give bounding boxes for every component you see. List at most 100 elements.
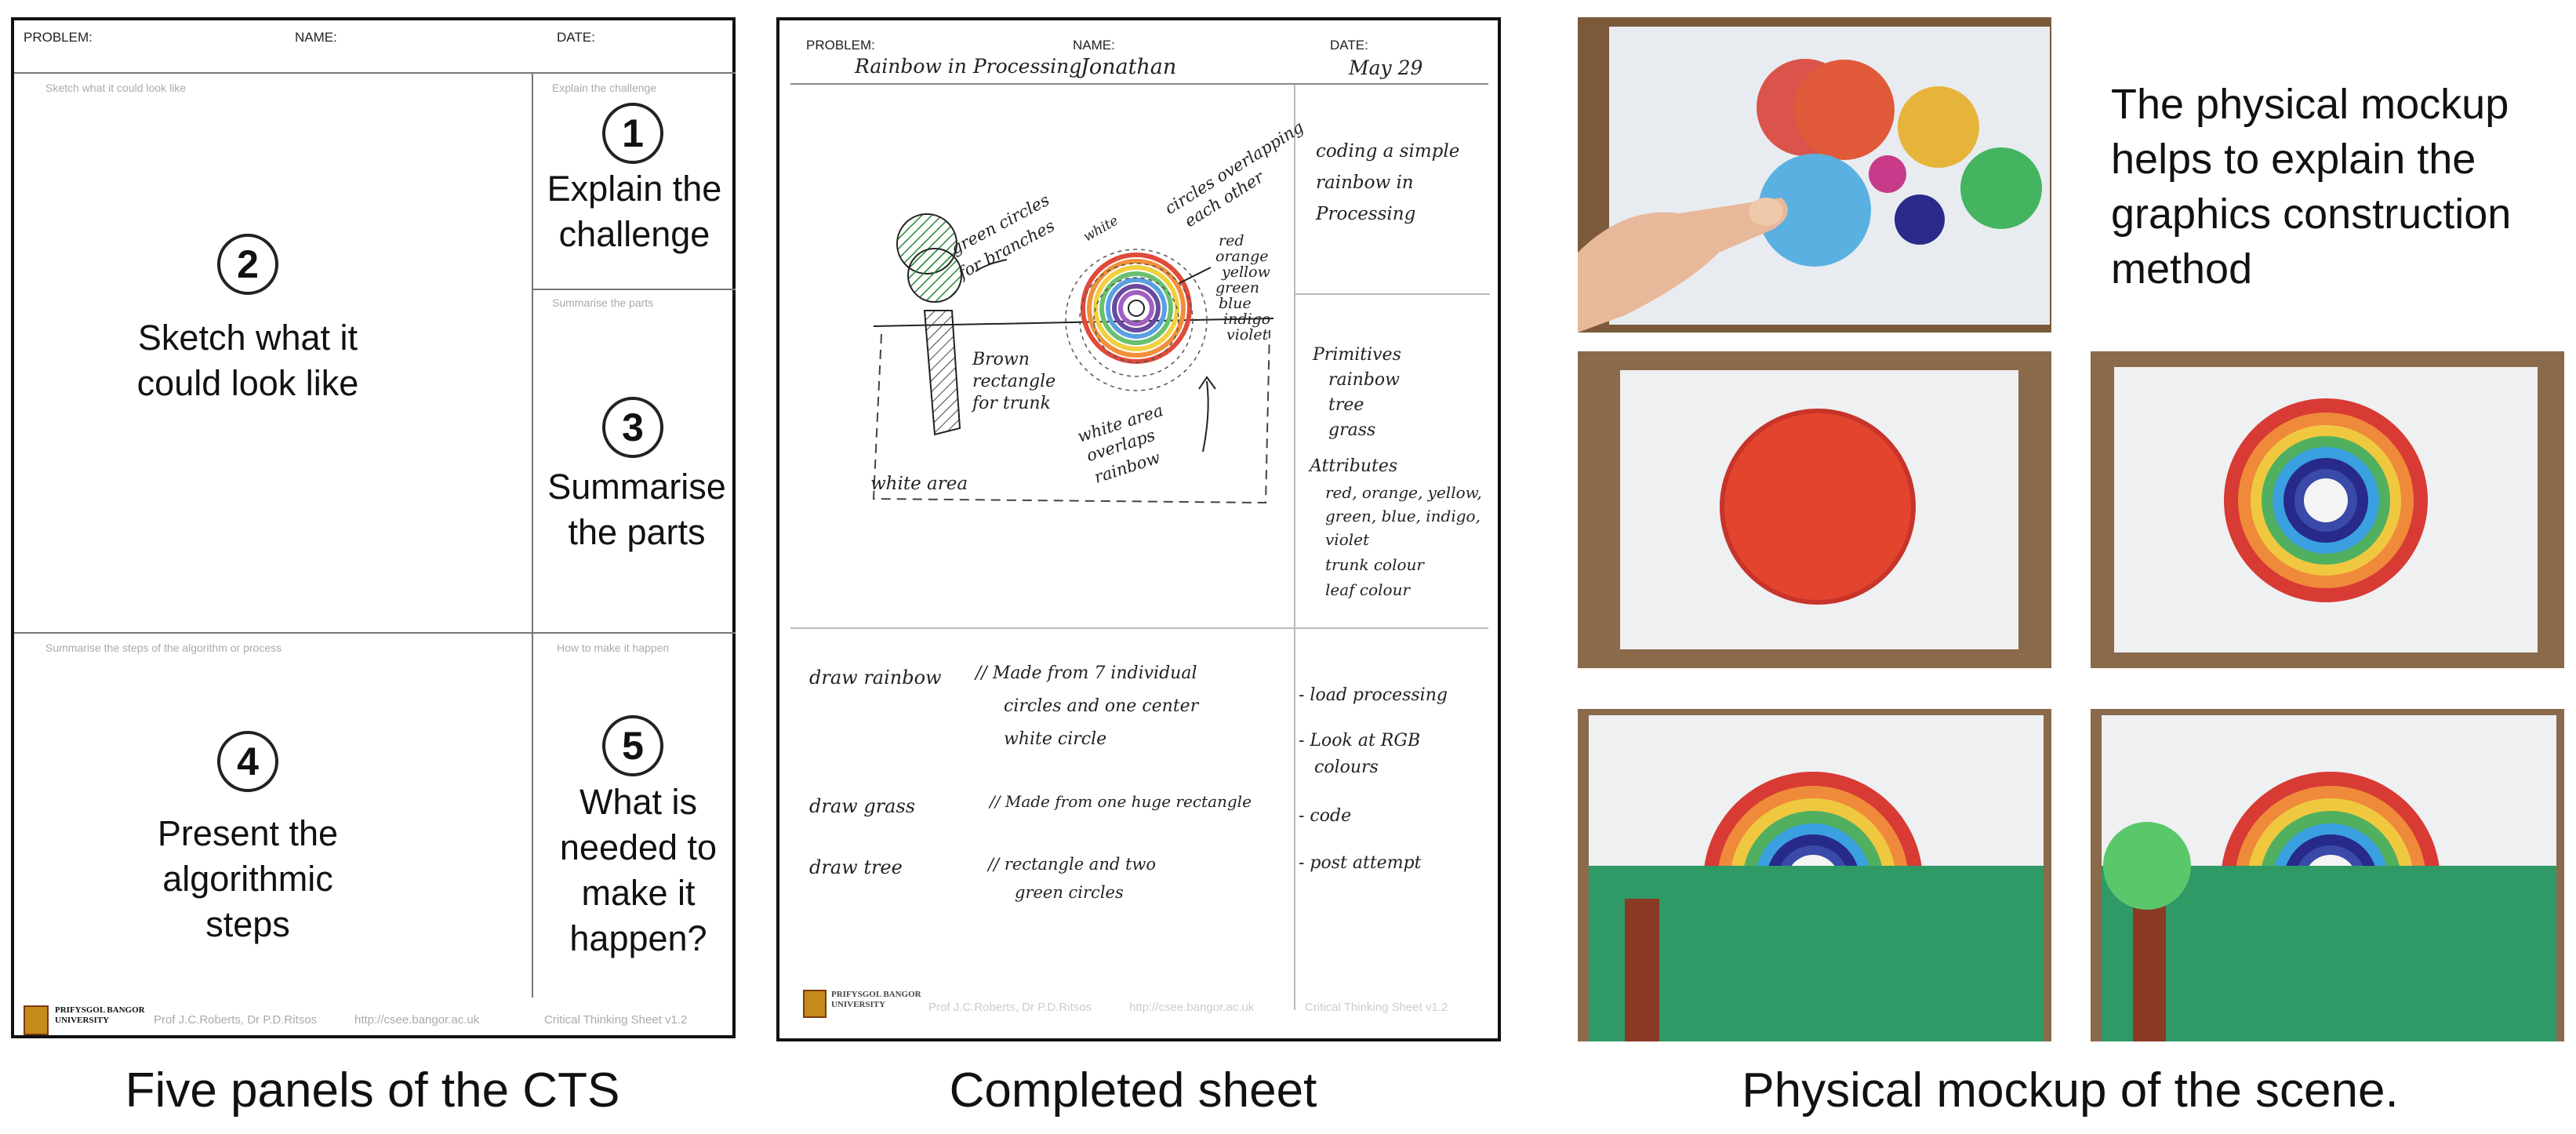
parts-line-7: green, blue, indigo, [1325, 507, 1481, 525]
completed-footer-url: http://csee.bangor.ac.uk [1129, 1001, 1255, 1014]
label-color-yellow: yellow [1222, 264, 1270, 281]
label-color-indigo: indigo [1223, 311, 1271, 328]
label-color-red: red [1219, 232, 1244, 249]
label-color-violet: violet [1226, 326, 1269, 343]
footer-url: http://csee.bangor.ac.uk [354, 1013, 480, 1027]
panel5-hint: How to make it happen [557, 642, 670, 654]
panel4-hint: Summarise the steps of the algorithm or … [45, 642, 282, 654]
mockup-photo-full-scene [2091, 709, 2564, 1041]
caption-physical-mockup: Physical mockup of the scene. [1742, 1063, 2399, 1118]
mockup-photo-rainbow-drawing [2091, 351, 2564, 668]
label-trunk-3: for trunk [972, 394, 1051, 413]
panel5-label: What is needed to make it happen? [559, 782, 718, 958]
date-value: May 29 [1349, 56, 1423, 79]
name-value: Jonathan [1081, 55, 1177, 79]
mockup-photo-circles-drawing [1578, 17, 2051, 333]
completed-column-divider [1294, 85, 1295, 1010]
bangor-logo-icon [24, 1005, 49, 1035]
caption-five-panels: Five panels of the CTS [125, 1063, 620, 1118]
label-white-area: white area [870, 474, 968, 494]
step-3-desc-1: // rectangle and two [988, 855, 1157, 874]
challenge-line-3: Processing [1316, 204, 1416, 224]
needs-line-5: - post attempt [1299, 853, 1422, 873]
column-divider [532, 72, 533, 998]
parts-line-5: Attributes [1310, 456, 1398, 476]
mockup-photo-red-circle-drawing [1578, 351, 2051, 668]
panel1-hint: Explain the challenge [552, 82, 657, 94]
name-label: NAME: [295, 30, 337, 45]
step-3-name: draw tree [809, 856, 903, 878]
panel3-hint: Summarise the parts [552, 296, 654, 309]
cts-template-sheet: PROBLEM: NAME: DATE: Explain the challen… [11, 17, 736, 1038]
completed-footer-authors: Prof J.C.Roberts, Dr P.D.Ritsos [928, 1001, 1092, 1014]
panel3-label: Summarise the parts [547, 467, 726, 552]
needs-line-3: colours [1314, 758, 1379, 777]
caption-completed-sheet: Completed sheet [949, 1063, 1317, 1118]
mockup-note-line-3: graphics construction [2111, 191, 2512, 238]
parts-line-6: red, orange, yellow, [1325, 483, 1482, 502]
rainbow-sketch-drawing [872, 213, 1274, 504]
mockup-photo-red-circle [1578, 351, 2051, 668]
footer-version: Critical Thinking Sheet v1.2 [544, 1013, 688, 1027]
step-1-name: draw rainbow [809, 667, 942, 689]
panel1-number: 1 [602, 103, 663, 164]
panel2-hint: Sketch what it could look like [45, 82, 186, 94]
parts-line-8: violet [1325, 530, 1370, 549]
panel2-number: 2 [217, 234, 278, 295]
challenge-line-2: rainbow in [1316, 173, 1414, 193]
problem-value: Rainbow in Processing [855, 55, 1082, 78]
panel4-label: Present the algorithmic steps [157, 813, 339, 944]
panel2-label: Sketch what it could look like [136, 318, 359, 403]
parts-line-3: tree [1328, 395, 1364, 415]
parts-line-1: Primitives [1313, 345, 1401, 365]
mockup-photo-full-scene-drawing [2091, 709, 2564, 1041]
mockup-note-line-2: helps to explain the [2111, 136, 2476, 183]
completed-middle-divider [790, 627, 1488, 629]
parts-line-4: grass [1328, 420, 1376, 440]
mockup-photo-circles [1578, 17, 2051, 333]
step-3-desc-2: green circles [1015, 883, 1124, 902]
label-trunk-1: Brown [972, 350, 1030, 369]
step-2-name: draw grass [809, 795, 916, 817]
completed-name-label: NAME: [1073, 38, 1115, 53]
mockup-photo-grass-trunk [1578, 709, 2051, 1041]
mockup-note-line-1: The physical mockup [2111, 81, 2509, 128]
needs-line-4: - code [1299, 806, 1352, 826]
panel5-number: 5 [602, 715, 663, 776]
panel3-number: 3 [602, 397, 663, 458]
parts-line-2: rainbow [1328, 370, 1400, 390]
label-color-blue: blue [1219, 295, 1252, 312]
completed-right-divider [1294, 293, 1490, 295]
label-color-orange: orange [1215, 248, 1269, 265]
parts-line-10: leaf colour [1325, 580, 1411, 599]
label-color-green: green [1215, 279, 1259, 296]
mockup-photo-grass-trunk-drawing [1578, 709, 2051, 1041]
completed-bangor-logo-text: PRIFYSGOL BANGOR UNIVERSITY [831, 990, 921, 1009]
challenge-line-1: coding a simple [1316, 141, 1460, 162]
completed-problem-label: PROBLEM: [806, 38, 875, 53]
step-1-desc-3: white circle [1004, 729, 1107, 749]
label-trunk-2: rectangle [972, 372, 1056, 391]
step-1-desc-2: circles and one center [1004, 696, 1199, 716]
step-2-desc-1: // Made from one huge rectangle [990, 792, 1252, 811]
completed-bangor-logo-icon [803, 990, 827, 1018]
panel4-number: 4 [217, 731, 278, 792]
completed-date-label: DATE: [1330, 38, 1368, 53]
problem-label: PROBLEM: [24, 30, 93, 45]
mockup-note-line-4: method [2111, 245, 2253, 293]
footer-authors: Prof J.C.Roberts, Dr P.D.Ritsos [154, 1013, 318, 1027]
completed-sheet: PROBLEM: NAME: DATE: Rainbow in Processi… [776, 17, 1501, 1041]
middle-divider [14, 632, 736, 634]
right-panel-divider [532, 289, 736, 290]
date-label: DATE: [557, 30, 595, 45]
step-1-desc-1: // Made from 7 individual [976, 663, 1197, 683]
needs-line-1: - load processing [1299, 685, 1448, 705]
needs-line-2: - Look at RGB [1299, 731, 1421, 751]
completed-header-rule [790, 83, 1488, 85]
bangor-logo-text: PRIFYSGOL BANGOR UNIVERSITY [55, 1005, 145, 1025]
completed-footer-version: Critical Thinking Sheet v1.2 [1305, 1001, 1448, 1014]
mockup-photo-rainbow [2091, 351, 2564, 668]
parts-line-9: trunk colour [1325, 555, 1424, 574]
mockup-note: The physical mockup helps to explain the… [2111, 77, 2550, 296]
panel1-label: Explain the challenge [547, 169, 722, 254]
